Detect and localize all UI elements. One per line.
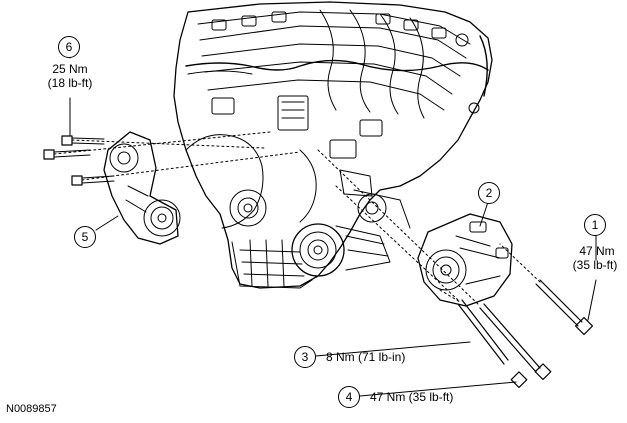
callout-leaders: [69, 51, 597, 397]
callout-6-torque-nm: 25 Nm: [52, 62, 88, 76]
alternator-bolts: [317, 149, 594, 389]
callout-1-circle: 1: [584, 214, 606, 236]
callout-2-circle: 2: [478, 182, 500, 204]
callout-1-torque-nm: 47 Nm: [579, 244, 615, 258]
callout-1-torque-imperial: (35 lb-ft): [572, 258, 618, 272]
figure-id: N0089857: [6, 403, 57, 415]
callout-4-torque: 47 Nm (35 lb-ft): [370, 390, 454, 404]
callout-4-circle: 4: [338, 386, 360, 408]
tensioner-bolts: [43, 131, 301, 186]
engine-block: [173, 1, 493, 289]
belt-tensioner: [103, 131, 181, 245]
callout-6-torque-imperial: (18 lb-ft): [47, 76, 93, 90]
callout-6-circle: 6: [58, 36, 80, 58]
callout-5-circle: 5: [74, 226, 96, 248]
callout-3-circle: 3: [294, 346, 316, 368]
callout-3-torque: 8 Nm (71 lb-in): [326, 350, 406, 364]
alternator: [417, 213, 513, 307]
